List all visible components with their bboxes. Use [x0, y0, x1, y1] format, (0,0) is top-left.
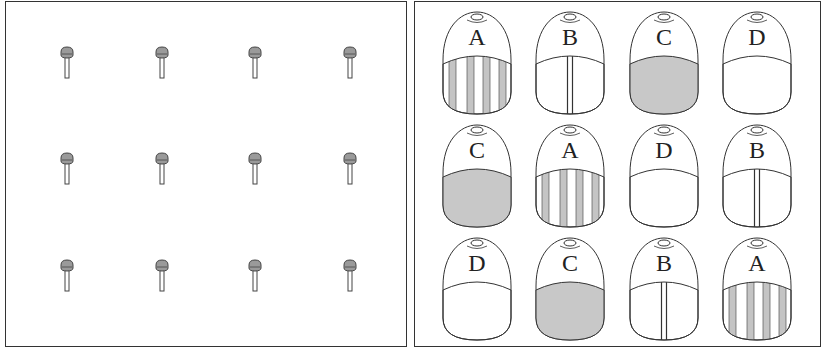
cap: A: [437, 8, 517, 116]
cap-letter: D: [624, 137, 704, 163]
cap: B: [717, 121, 797, 229]
cap-letter: D: [717, 24, 797, 50]
cap: A: [530, 121, 610, 229]
cap-letter: A: [717, 250, 797, 276]
cap-letter: C: [530, 250, 610, 276]
right-panel: [415, 2, 821, 347]
left-panel: [6, 2, 407, 347]
cap-letter: B: [530, 24, 610, 50]
cap: A: [717, 234, 797, 342]
cap-letter: C: [624, 24, 704, 50]
cap: B: [530, 8, 610, 116]
cap-letter: A: [530, 137, 610, 163]
cap-letter: B: [624, 250, 704, 276]
cap: D: [437, 234, 517, 342]
pins: [61, 47, 356, 291]
cap-letter: C: [437, 137, 517, 163]
cap-letter: A: [437, 24, 517, 50]
cap: B: [624, 234, 704, 342]
cap: C: [624, 8, 704, 116]
cap: C: [437, 121, 517, 229]
cap-letter: B: [717, 137, 797, 163]
cap: C: [530, 234, 610, 342]
cap-letter: D: [437, 250, 517, 276]
cap: D: [717, 8, 797, 116]
cap: D: [624, 121, 704, 229]
